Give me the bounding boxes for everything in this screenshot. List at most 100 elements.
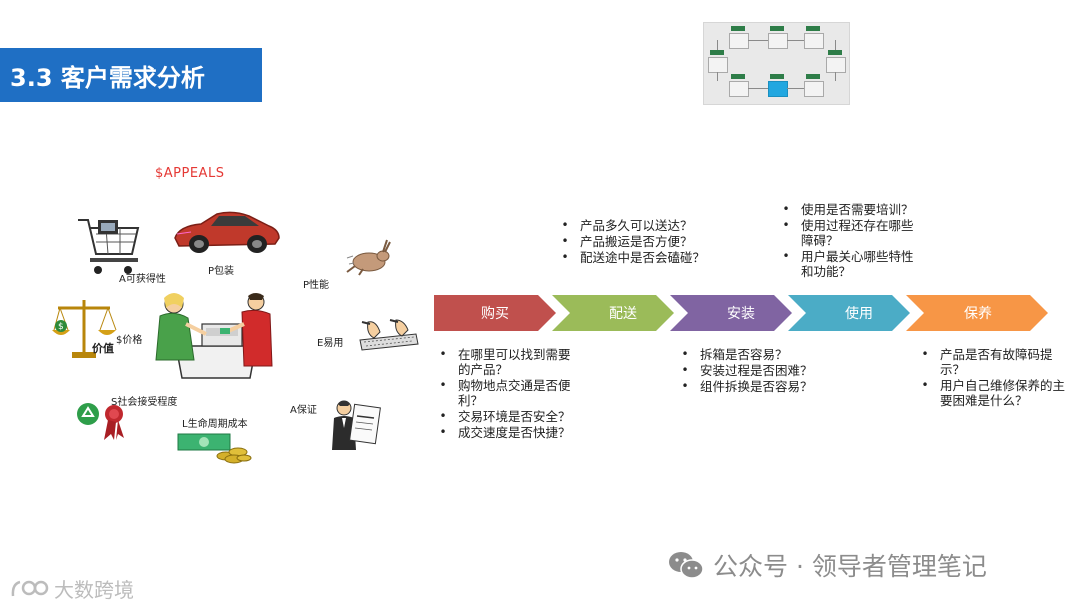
- thumb-connector: [835, 40, 836, 50]
- question-text: 用户最关心哪些特性和功能？: [801, 249, 914, 279]
- appeal-label-availability: A可获得性: [119, 274, 166, 285]
- thumb-box: [804, 81, 824, 97]
- question-text: 使用过程还存在哪些障碍？: [801, 218, 914, 248]
- thumb-connector: [717, 40, 718, 50]
- question-text: 购物地点交通是否便利？: [458, 378, 571, 408]
- list-item: •拆箱是否容易？: [681, 347, 788, 362]
- thumb-connector: [835, 72, 836, 81]
- appeal-label-lifecycle-cost: L生命周期成本: [182, 419, 248, 430]
- maintain-questions: •产品是否有故障码提示？ •用户自己维修保养的主要困难是什么？: [918, 347, 1068, 409]
- thumb-label: [770, 74, 784, 79]
- title-banner: 3.3 客户需求分析: [0, 48, 262, 102]
- flow-chevron-maintain: [906, 295, 1048, 331]
- flow-chevron-delivery: [552, 295, 674, 331]
- question-text: 使用是否需要培训？: [801, 202, 914, 217]
- question-text: 安装过程是否困难？: [700, 363, 813, 378]
- price-value-tag: 价值: [92, 342, 114, 355]
- thumb-box: [708, 57, 728, 73]
- recycle-ribbon-icon: [77, 403, 124, 440]
- warranty-certificate-icon: [332, 400, 381, 450]
- thumb-label: [770, 26, 784, 31]
- list-item: •用户自己维修保养的主要困难是什么？: [921, 378, 1066, 408]
- flow-step-label: 购买: [481, 306, 509, 322]
- question-text: 用户自己维修保养的主要困难是什么？: [940, 378, 1066, 408]
- question-text: 产品搬运是否方便？: [580, 234, 693, 249]
- appeal-label-price: $价格: [116, 335, 143, 346]
- purchase-questions: •在哪里可以找到需要的产品？ •购物地点交通是否便利？ •交易环境是否安全？ •…: [436, 347, 572, 441]
- list-item: •使用过程还存在哪些障碍？: [782, 218, 914, 248]
- svg-text:$: $: [58, 322, 64, 332]
- flow-step-label: 使用: [845, 306, 873, 322]
- list-item: •产品搬运是否方便？: [561, 234, 693, 249]
- thumb-connector: [717, 72, 718, 81]
- page-title: 3.3 客户需求分析: [10, 63, 205, 92]
- question-text: 产品是否有故障码提示？: [940, 347, 1053, 377]
- cashier-scene-icon: [155, 293, 273, 379]
- list-item: •使用是否需要培训？: [782, 202, 914, 217]
- thumb-label: [806, 26, 820, 31]
- list-item: •在哪里可以找到需要的产品？: [439, 347, 571, 377]
- thumb-label: [828, 50, 842, 55]
- thumb-connector: [787, 88, 804, 89]
- flow-step-maintain: 保养: [916, 295, 1040, 331]
- list-item: •配送途中是否会磕碰？: [561, 250, 706, 265]
- question-text: 组件拆换是否容易？: [700, 379, 813, 394]
- appeals-title: $APPEALS: [155, 166, 225, 181]
- thumb-box: [729, 33, 749, 49]
- list-item: •成交速度是否快捷？: [439, 425, 571, 440]
- flow-step-label: 安装: [727, 306, 755, 322]
- flow-thumbnail-image: [703, 22, 850, 105]
- sports-car-icon: [174, 211, 280, 253]
- brand-logo-icon: [11, 580, 49, 596]
- watermark-text: 公众号 · 领导者管理笔记: [713, 552, 987, 581]
- appeal-label-social-acceptance: S社会接受程度: [111, 397, 178, 408]
- appeal-label-ease-of-use: E易用: [317, 338, 344, 349]
- thumb-label: [710, 50, 724, 55]
- question-text: 在哪里可以找到需要的产品？: [458, 347, 571, 377]
- install-questions: •拆箱是否容易？ •安装过程是否困难？ •组件拆换是否容易？: [678, 347, 848, 395]
- flow-step-label: 配送: [609, 306, 637, 322]
- appeal-label-performance: P性能: [303, 280, 330, 291]
- list-item: •交易环境是否安全？: [439, 409, 571, 424]
- question-text: 拆箱是否容易？: [700, 347, 788, 362]
- watermark-official-account: 公众号 · 领导者管理笔记: [667, 547, 987, 583]
- list-item: •用户最关心哪些特性和功能？: [782, 249, 914, 279]
- balance-scale-icon: $: [52, 300, 117, 358]
- running-rabbit-icon: [346, 239, 391, 276]
- appeal-label-assurance: A保证: [290, 405, 317, 416]
- flow-chevron-use: [788, 295, 910, 331]
- thumb-label: [731, 74, 745, 79]
- watermark-text: 大数跨境: [54, 578, 134, 602]
- thumb-box: [804, 33, 824, 49]
- flow-step-label: 保养: [964, 306, 992, 322]
- thumb-connector: [787, 40, 804, 41]
- thumb-connector: [748, 40, 768, 41]
- thumb-box: [826, 57, 846, 73]
- flow-step-purchase: 购买: [434, 295, 556, 331]
- flow-step-install: 安装: [680, 295, 802, 331]
- list-item: •安装过程是否困难？: [681, 363, 813, 378]
- thumb-connector: [748, 88, 768, 89]
- money-cash-icon: [177, 433, 252, 464]
- flow-step-use: 使用: [798, 295, 920, 331]
- thumb-box: [768, 33, 788, 49]
- thumb-box: [729, 81, 749, 97]
- wechat-icon: [669, 552, 704, 579]
- watermark-brand: 大数跨境: [10, 574, 134, 603]
- thumb-label: [731, 26, 745, 31]
- use-questions: •使用是否需要培训？ •使用过程还存在哪些障碍？ •用户最关心哪些特性和功能？: [779, 202, 924, 280]
- list-item: •购物地点交通是否便利？: [439, 378, 571, 408]
- question-text: 成交速度是否快捷？: [458, 425, 571, 440]
- thumb-label: [806, 74, 820, 79]
- typing-hands-icon: [359, 319, 419, 351]
- question-text: 交易环境是否安全？: [458, 409, 571, 424]
- list-item: •产品是否有故障码提示？: [921, 347, 1053, 377]
- question-text: 产品多久可以送达？: [580, 218, 693, 233]
- process-flow-arrows: [434, 295, 1048, 331]
- flow-step-delivery: 配送: [562, 295, 684, 331]
- delivery-questions: •产品多久可以送达？ •产品搬运是否方便？ •配送途中是否会磕碰？: [558, 218, 708, 266]
- question-text: 配送途中是否会磕碰？: [580, 250, 706, 265]
- appeal-label-packaging: P包装: [208, 266, 235, 277]
- flow-chevron-install: [670, 295, 792, 331]
- flow-chevron-purchase: [434, 295, 556, 331]
